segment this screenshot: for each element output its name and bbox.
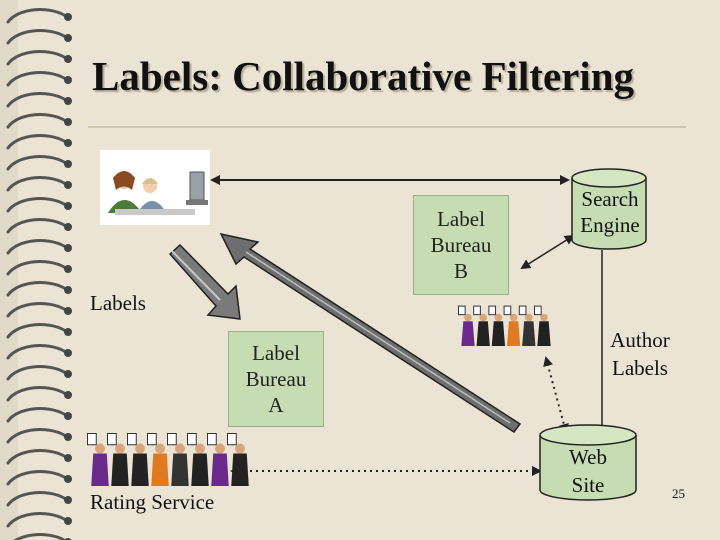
title-divider [88,126,686,128]
users-at-computer-icon [100,150,210,225]
spiral-binding-icon [0,0,72,540]
search-engine-label: Search Engine [580,187,640,237]
author-labels-text: Author Labels [610,328,670,380]
search-engine-cylinder [571,168,647,250]
people-holding-signs-icon [87,433,249,486]
people-holding-signs-icon [458,305,551,346]
labels-text: Labels [90,291,146,315]
page-number: 25 [672,486,685,501]
arrow-search-bureau-b [520,234,575,270]
dotted-arrow-author-website [543,356,569,434]
rating-service-label: Rating Service [90,490,215,514]
web-site-cylinder [539,424,637,501]
slide-title: Labels: Collaborative Filtering [92,53,635,99]
thick-arrow-to-user [219,232,522,434]
thick-arrow-to-labels [168,243,241,320]
web-site-label: Web Site [569,445,607,497]
label-bureau-b: Label Bureau B [413,195,509,295]
label-bureau-a: Label Bureau A [228,331,324,427]
